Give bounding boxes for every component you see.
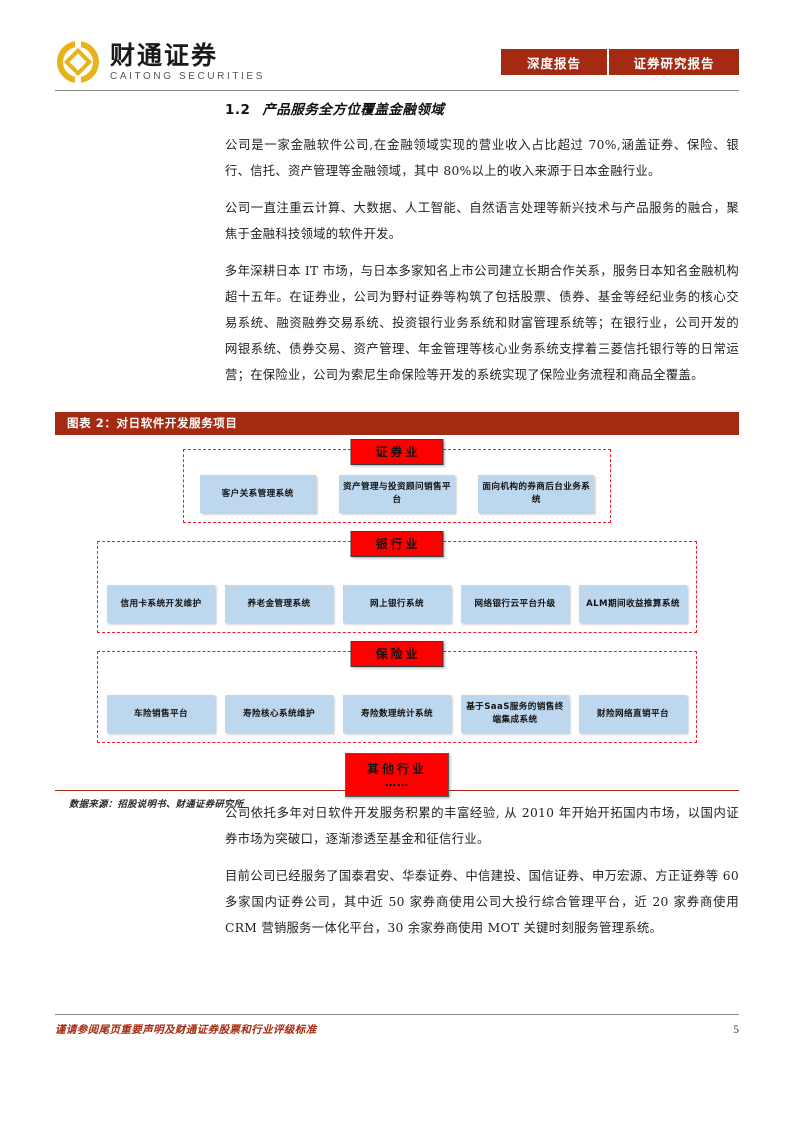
header-divider: [55, 90, 739, 91]
paragraph: 多年深耕日本 IT 市场，与日本多家知名上市公司建立长期合作关系，服务日本知名金…: [225, 264, 739, 382]
group-banking: 银行业 信用卡系统开发维护 养老金管理系统 网上银行系统 网络银行云平台升级 A…: [97, 531, 697, 634]
page-number: 5: [733, 1022, 739, 1036]
group-insurance: 保险业 车险销售平台 寿险核心系统维护 寿险数理统计系统 基于SaaS服务的销售…: [97, 641, 697, 744]
diagram-node: 信用卡系统开发维护: [107, 585, 215, 624]
diagram-node: 车险销售平台: [107, 695, 215, 734]
group-header-securities: 证券业: [350, 439, 444, 466]
section-heading: 1.2 产品服务全方位覆盖金融领域: [55, 98, 739, 118]
group-header-banking: 银行业: [350, 531, 444, 558]
group-nodes-insurance: 车险销售平台 寿险核心系统维护 寿险数理统计系统 基于SaaS服务的销售终端集成…: [98, 695, 696, 734]
diagram-node: 网上银行系统: [343, 585, 451, 624]
figure-diagram: 证券业 客户关系管理系统 资产管理与投资顾问销售平台 面向机构的券商后台业务系统…: [55, 435, 739, 798]
header-badges: 深度报告 证券研究报告: [501, 49, 739, 75]
content-lower: 公司依托多年对日软件开发服务积累的丰富经验, 从 2010 年开始开拓国内市场，…: [55, 800, 739, 952]
section-number: 1.2: [225, 102, 251, 118]
badge-depth-report: 深度报告: [501, 49, 609, 75]
figure-source: 数据来源：招股说明书、财通证券研究所: [69, 799, 244, 811]
paragraph: 公司依托多年对日软件开发服务积累的丰富经验, 从 2010 年开始开拓国内市场，…: [225, 806, 739, 846]
page-header: 财通证券 CAITONG SECURITIES 深度报告 证券研究报告: [55, 36, 739, 88]
diagram-node: 养老金管理系统: [225, 585, 333, 624]
badge-research-report: 证券研究报告: [609, 49, 739, 75]
logo-name-en: CAITONG SECURITIES: [110, 70, 265, 82]
page-footer: 谨请参阅尾页重要声明及财通证券股票和行业评级标准 5: [55, 1014, 739, 1037]
group-securities: 证券业 客户关系管理系统 资产管理与投资顾问销售平台 面向机构的券商后台业务系统: [183, 439, 611, 524]
footer-disclaimer: 谨请参阅尾页重要声明及财通证券股票和行业评级标准: [55, 1024, 317, 1036]
content-upper: 1.2 产品服务全方位覆盖金融领域 公司是一家金融软件公司,在金融领域实现的营业收…: [55, 98, 739, 399]
company-logo: 财通证券 CAITONG SECURITIES: [55, 39, 265, 85]
group-header-other: 其他行业: [366, 761, 427, 776]
figure-title: 图表 2：对日软件开发服务项目: [55, 412, 739, 436]
footer-row: 谨请参阅尾页重要声明及财通证券股票和行业评级标准 5: [55, 1015, 739, 1037]
caitong-logo-icon: [55, 39, 101, 85]
diagram-node: 财险网络直销平台: [579, 695, 687, 734]
paragraph: 目前公司已经服务了国泰君安、华泰证券、中信建投、国信证券、申万宏源、方正证券等 …: [225, 869, 739, 935]
footer-divider: [55, 1014, 739, 1015]
figure-2: 图表 2：对日软件开发服务项目 证券业 客户关系管理系统 资产管理与投资顾问销售…: [55, 412, 739, 810]
diagram-node: ALM期间收益推算系统: [579, 585, 687, 624]
diagram-node: 面向机构的券商后台业务系统: [478, 475, 595, 514]
logo-name-cn: 财通证券: [110, 40, 219, 70]
logo-text: 财通证券 CAITONG SECURITIES: [110, 43, 265, 82]
group-nodes-banking: 信用卡系统开发维护 养老金管理系统 网上银行系统 网络银行云平台升级 ALM期间…: [98, 585, 696, 624]
diagram-node: 寿险数理统计系统: [343, 695, 451, 734]
diagram-node: 客户关系管理系统: [199, 475, 316, 514]
group-other-industry: 其他行业 ……: [345, 753, 449, 798]
diagram-node: 资产管理与投资顾问销售平台: [338, 475, 455, 514]
diagram-node: 网络银行云平台升级: [461, 585, 569, 624]
group-header-insurance: 保险业: [350, 641, 444, 668]
diagram-node: 基于SaaS服务的销售终端集成系统: [461, 695, 569, 734]
paragraph: 公司是一家金融软件公司,在金融领域实现的营业收入占比超过 70%,涵盖证券、保险…: [225, 138, 739, 178]
diagram-node: 寿险核心系统维护: [225, 695, 333, 734]
group-other-ellipsis: ……: [385, 776, 409, 790]
section-title-text: 产品服务全方位覆盖金融领域: [262, 102, 445, 118]
paragraph: 公司一直注重云计算、大数据、人工智能、自然语言处理等新兴技术与产品服务的融合，聚…: [225, 201, 739, 241]
group-nodes-securities: 客户关系管理系统 资产管理与投资顾问销售平台 面向机构的券商后台业务系统: [184, 475, 610, 514]
